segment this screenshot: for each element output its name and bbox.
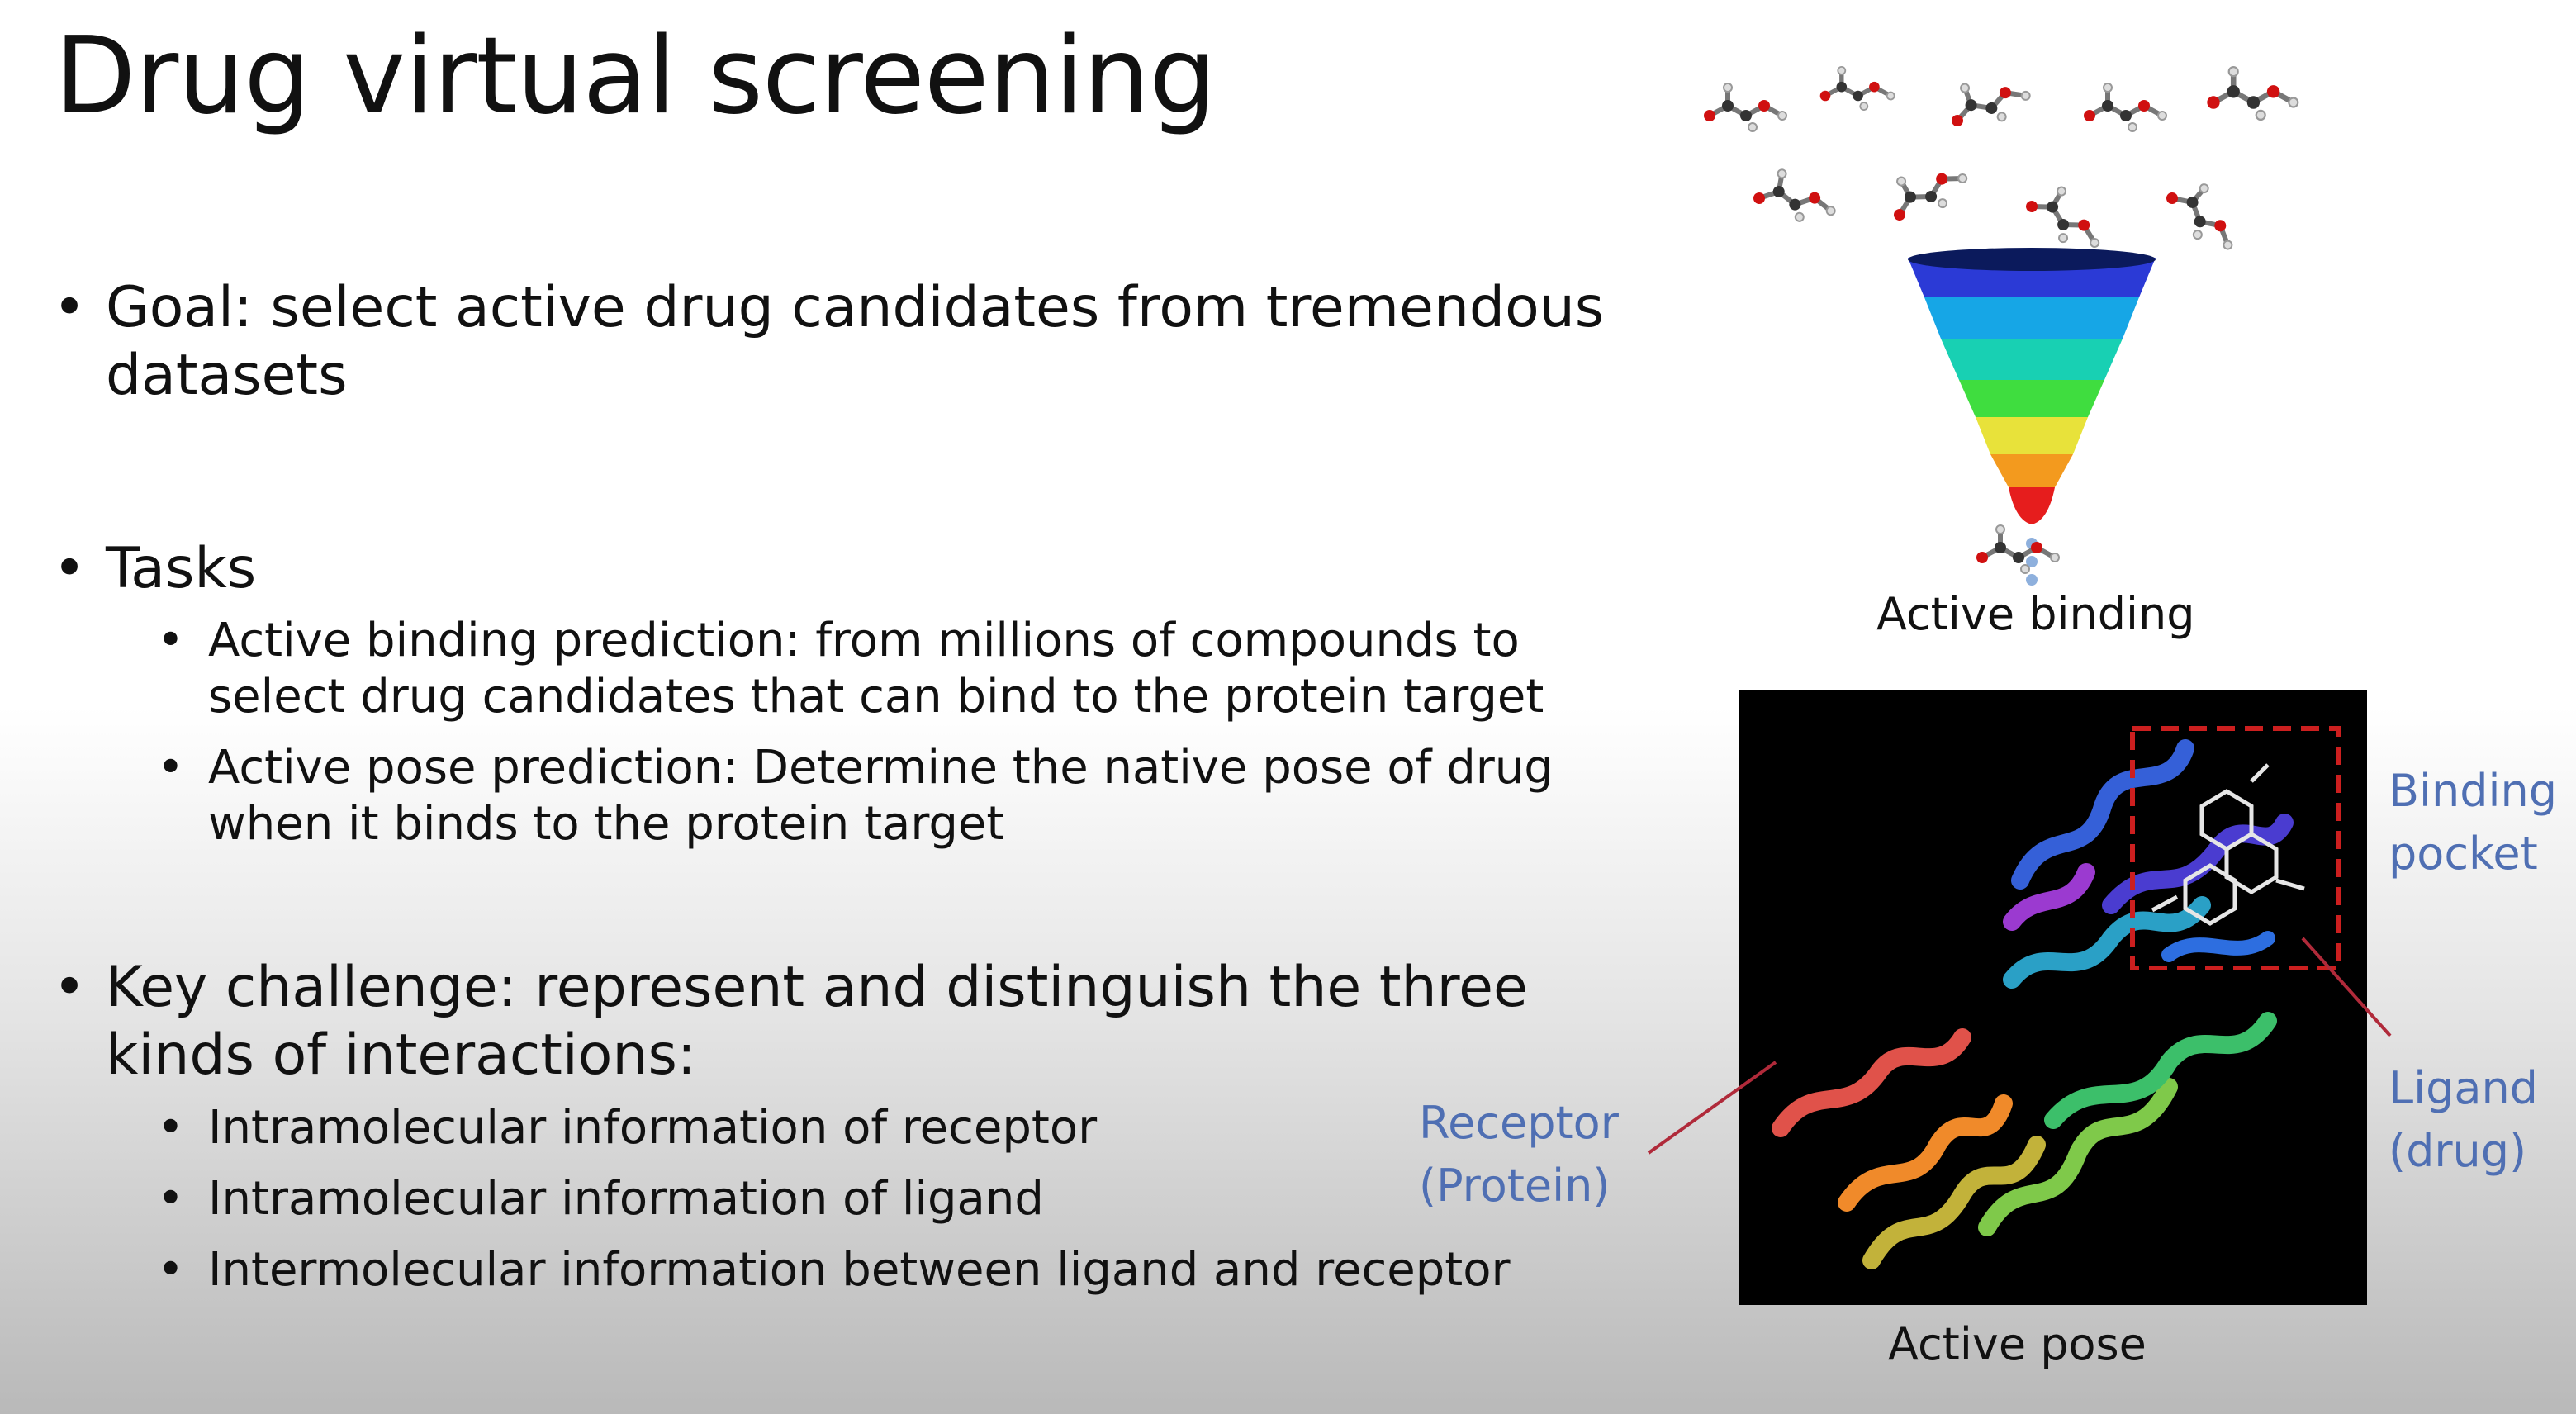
protein-structure-image: [1739, 690, 2367, 1305]
active-pose-caption: Active pose: [1888, 1318, 2147, 1370]
ligand-label: Ligand (drug): [2389, 1062, 2538, 1177]
slide-title: Drug virtual screening: [55, 15, 1217, 138]
funnel-icon: [1908, 248, 2156, 524]
bullet-key-challenge: Key challenge: represent and distinguish…: [46, 954, 1592, 1089]
ligand-pointer-line: [2301, 937, 2392, 1037]
sub-bullet-intermolecular: Intermolecular information between ligan…: [150, 1242, 1678, 1298]
active-binding-caption: Active binding: [1876, 588, 2195, 640]
sub-bullet-receptor: Intramolecular information of receptor: [150, 1100, 1678, 1156]
receptor-label: Receptor (Protein): [1419, 1097, 1619, 1212]
sub-bullet-ligand: Intramolecular information of ligand: [150, 1171, 1678, 1227]
binding-pocket-label: Binding pocket: [2389, 765, 2558, 880]
bullet-tasks: Tasks: [46, 535, 1650, 603]
funnel-figure: [1685, 50, 2379, 586]
sub-bullet-active-pose: Active pose prediction: Determine the na…: [150, 740, 1653, 852]
bullet-goal: Goal: select active drug candidates from…: [46, 274, 1650, 410]
sub-bullet-active-binding: Active binding prediction: from millions…: [150, 613, 1653, 725]
receptor-pointer-line: [1647, 1060, 1777, 1155]
